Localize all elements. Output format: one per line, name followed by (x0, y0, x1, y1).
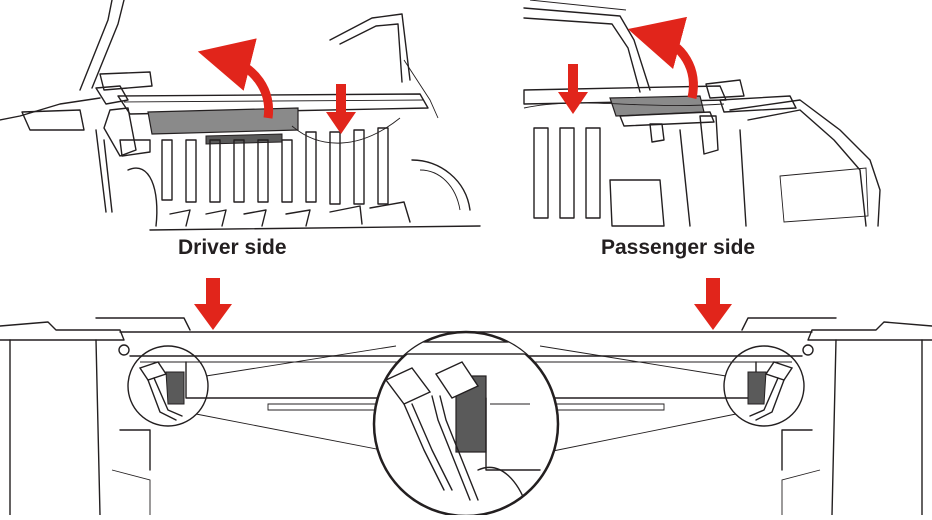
zoom-detail-circle (372, 330, 560, 518)
arrow-down-icon (194, 278, 232, 330)
arrow-down-icon (694, 278, 732, 330)
arrow-down-icon (326, 84, 356, 134)
driver-side-illustration (0, 0, 481, 231)
passenger-side-illustration (523, 0, 881, 227)
rear-view-illustration (0, 317, 932, 516)
driver-side-label: Driver side (178, 236, 287, 259)
arrow-curved-icon (197, 38, 274, 119)
passenger-side-label: Passenger side (601, 236, 756, 259)
arrow-curved-icon (627, 16, 698, 99)
arrow-down-icon (558, 64, 588, 114)
